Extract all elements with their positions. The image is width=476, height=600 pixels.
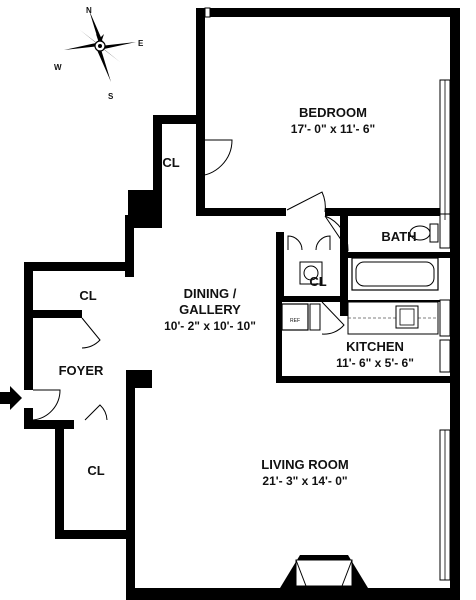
bath-fixtures xyxy=(299,223,439,291)
refrigerator-label: REF xyxy=(290,318,300,324)
compass-rose-icon xyxy=(64,10,136,82)
compass-north-label: N xyxy=(86,6,92,15)
entry-arrow-icon xyxy=(0,386,22,410)
living-room-dims: 21'- 3" x 14'- 0" xyxy=(262,474,347,488)
compass-south-label: S xyxy=(108,92,114,101)
dining-dims: 10'- 2" x 10'- 10" xyxy=(164,319,256,333)
compass-west-label: W xyxy=(54,63,62,72)
bath-label: BATH xyxy=(381,229,416,244)
windows xyxy=(204,7,451,581)
closet-center-label: CL xyxy=(309,274,326,289)
kitchen-name: KITCHEN xyxy=(346,339,404,354)
interior-walls xyxy=(196,208,460,588)
kitchen-fixtures xyxy=(281,301,439,335)
exterior-walls xyxy=(24,8,460,600)
kitchen-dims: 11'- 6" x 5'- 6" xyxy=(336,356,414,370)
bedroom-name: BEDROOM xyxy=(299,105,367,120)
dining-name-line2: GALLERY xyxy=(179,302,241,317)
foyer-label: FOYER xyxy=(59,363,104,378)
closet-bedroom-label: CL xyxy=(162,155,179,170)
bedroom-dims: 17'- 0" x 11'- 6" xyxy=(291,122,375,136)
doors xyxy=(32,139,349,421)
closet-foyer-label: CL xyxy=(87,463,104,478)
living-room-name: LIVING ROOM xyxy=(261,457,348,472)
dining-name-line1: DINING / xyxy=(184,286,237,301)
compass-east-label: E xyxy=(138,39,144,48)
closet-left-label: CL xyxy=(79,288,96,303)
